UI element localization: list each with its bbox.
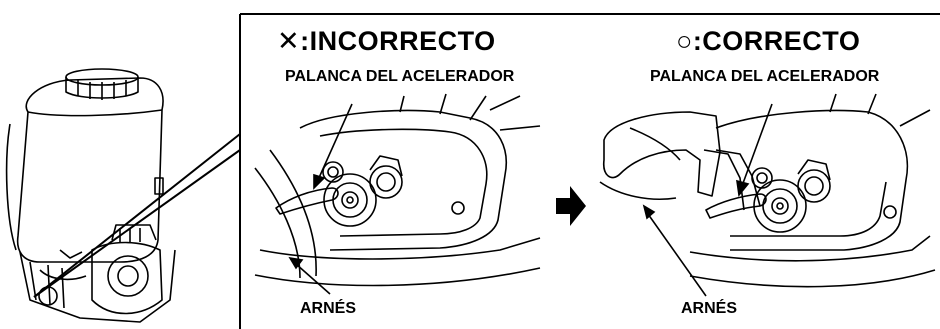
correct-harness-label: ARNÉS [681, 300, 738, 317]
incorrect-leader-lines [288, 103, 353, 295]
correct-title: :CORRECTO [692, 26, 861, 56]
correct-lever-label: PALANCA DEL ACELERADOR [650, 68, 880, 85]
panel-frame [239, 13, 940, 329]
engine-unit-illustration [5, 68, 176, 323]
incorrect-lever-label: PALANCA DEL ACELERADOR [285, 68, 515, 85]
incorrect-harness-label: ARNÉS [300, 300, 357, 317]
incorrect-heading: ✕:INCORRECTO [277, 26, 496, 57]
incorrect-title: :INCORRECTO [300, 26, 496, 56]
correct-symbol: ○ [676, 26, 693, 56]
callout-lines [33, 133, 241, 298]
correct-leader-lines [642, 103, 773, 297]
incorrect-symbol: ✕ [277, 26, 301, 56]
arrow-right-icon [556, 186, 586, 226]
correct-heading: ○:CORRECTO [676, 26, 860, 57]
incorrect-illustration [254, 93, 541, 287]
correct-illustration [599, 93, 936, 288]
